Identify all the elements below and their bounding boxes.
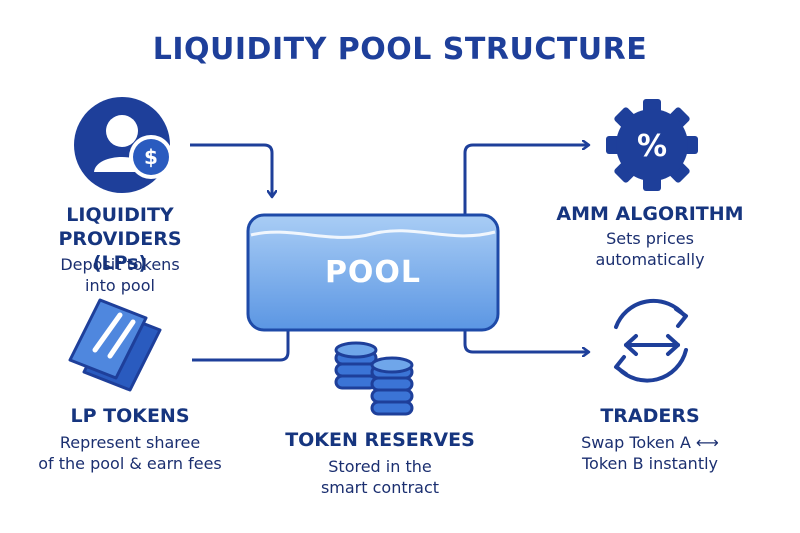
reserves-title: TOKEN RESERVES: [285, 429, 475, 451]
connector-lps-to-pool: [190, 143, 272, 196]
reserves-description: Stored in the smart contract: [280, 456, 480, 498]
lps-title-line2: PROVIDERS (LPs): [58, 228, 182, 274]
traders-desc-line2: Token B instantly: [582, 454, 718, 473]
amm-desc-line2: automatically: [595, 250, 705, 269]
lp-tokens-description: Represent sharee of the pool & earn fees: [20, 432, 240, 474]
connector-pool-to-lp-tokens: [192, 330, 290, 362]
svg-text:$: $: [144, 145, 158, 169]
lps-desc-line1: Deposit tokens: [60, 255, 180, 274]
lps-description: Deposit tokens into pool: [30, 254, 210, 296]
reserves-desc-line1: Stored in the: [328, 457, 432, 476]
lps-title: LIQUIDITY PROVIDERS (LPs): [30, 203, 210, 275]
amm-title: AMM ALGORITHM: [556, 203, 744, 225]
coin-stack-icon: [334, 341, 414, 416]
lps-desc-line2: into pool: [85, 276, 155, 295]
connector-pool-to-amm: [463, 145, 588, 215]
swap-arrows-icon: [614, 298, 688, 383]
diagram-title: LIQUIDITY POOL STRUCTURE: [152, 32, 648, 67]
user-dollar-icon: $: [74, 97, 173, 193]
percent-gear-icon: %: [606, 99, 698, 191]
amm-description: Sets prices automatically: [550, 228, 750, 270]
connector-pool-to-traders: [463, 330, 588, 352]
lp-tokens-title: LP TOKENS: [70, 405, 190, 427]
lp-tokens-desc-line1: Represent sharee: [59, 433, 201, 452]
lps-title-line1: LIQUIDITY: [66, 204, 174, 226]
amm-desc-line1: Sets prices: [606, 229, 694, 248]
traders-desc-line1: Swap Token A ⟷: [581, 433, 719, 452]
lp-token-icon: [68, 298, 162, 392]
pool-container: [246, 213, 500, 332]
reserves-desc-line2: smart contract: [320, 478, 440, 497]
lp-tokens-desc-line2: of the pool & earn fees: [38, 454, 222, 473]
traders-description: Swap Token A ⟷ Token B instantly: [550, 432, 750, 474]
pool-label: POOL: [324, 255, 422, 290]
percent-symbol: %: [637, 129, 667, 164]
traders-title: TRADERS: [600, 405, 700, 427]
